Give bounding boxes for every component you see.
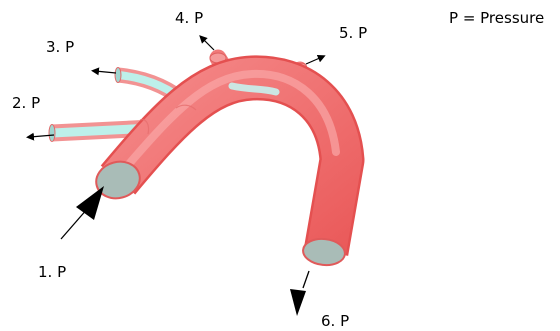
outflow-arrow-6 [290,271,309,316]
aortic-arch [118,74,342,252]
outflow-arrow-3 [95,71,116,73]
label-pressure-4: 4. P [175,9,203,27]
label-pressure-1: 1. P [38,263,66,281]
outflow-arrow-4 [202,38,214,50]
label-pressure-6: 6. P [321,312,349,330]
label-pressure-5: 5. P [339,24,367,42]
label-pressure-2: 2. P [12,94,40,112]
legend-pressure: P = Pressure [449,9,544,27]
label-pressure-3: 3. P [46,38,74,56]
inflow-arrow-1 [61,186,104,239]
outflow-arrow-5 [306,57,322,64]
